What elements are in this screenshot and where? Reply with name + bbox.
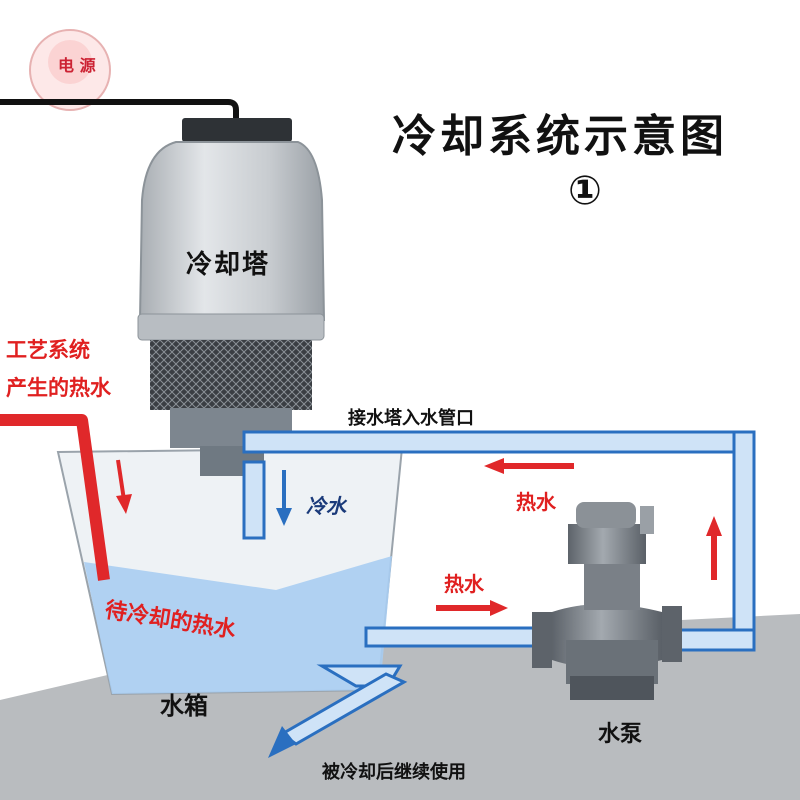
- process-label-line1: 工艺系统: [6, 338, 90, 362]
- reuse-label: 被冷却后继续使用: [322, 762, 466, 783]
- water-tank-label: 水箱: [160, 692, 208, 720]
- logo: [29, 29, 111, 111]
- return-pipe: [242, 430, 756, 652]
- cold-water-label: 冷水: [306, 494, 346, 518]
- process-label-line2: 产生的热水: [6, 376, 111, 400]
- tower-inlet-label: 接水塔入水管口: [348, 408, 474, 429]
- cold-water-pipe: [242, 460, 266, 540]
- diagram-number: ①: [568, 168, 602, 214]
- water-tank: [56, 446, 404, 696]
- arrow-hot-left: [484, 458, 574, 474]
- arrow-hot-right: [436, 600, 508, 616]
- arrow-reuse-out: [268, 726, 296, 758]
- water-pump: [532, 502, 682, 700]
- cooling-tower-label: 冷却塔: [186, 250, 271, 280]
- black-pipe: [0, 99, 239, 120]
- logo-text: 电 源: [58, 56, 96, 75]
- arrow-process-down: [116, 459, 132, 514]
- hot-water-label-mid: 热水: [444, 572, 484, 596]
- arrow-hot-up: [706, 516, 722, 580]
- diagram-title: 冷却系统示意图: [392, 111, 728, 162]
- hot-water-inlet-pipe: [0, 414, 110, 581]
- water-pump-label: 水泵: [598, 722, 643, 747]
- hot-water-label-top: 热水: [516, 490, 556, 514]
- arrow-cold-down: [276, 470, 292, 526]
- cooling-tower: [137, 118, 326, 476]
